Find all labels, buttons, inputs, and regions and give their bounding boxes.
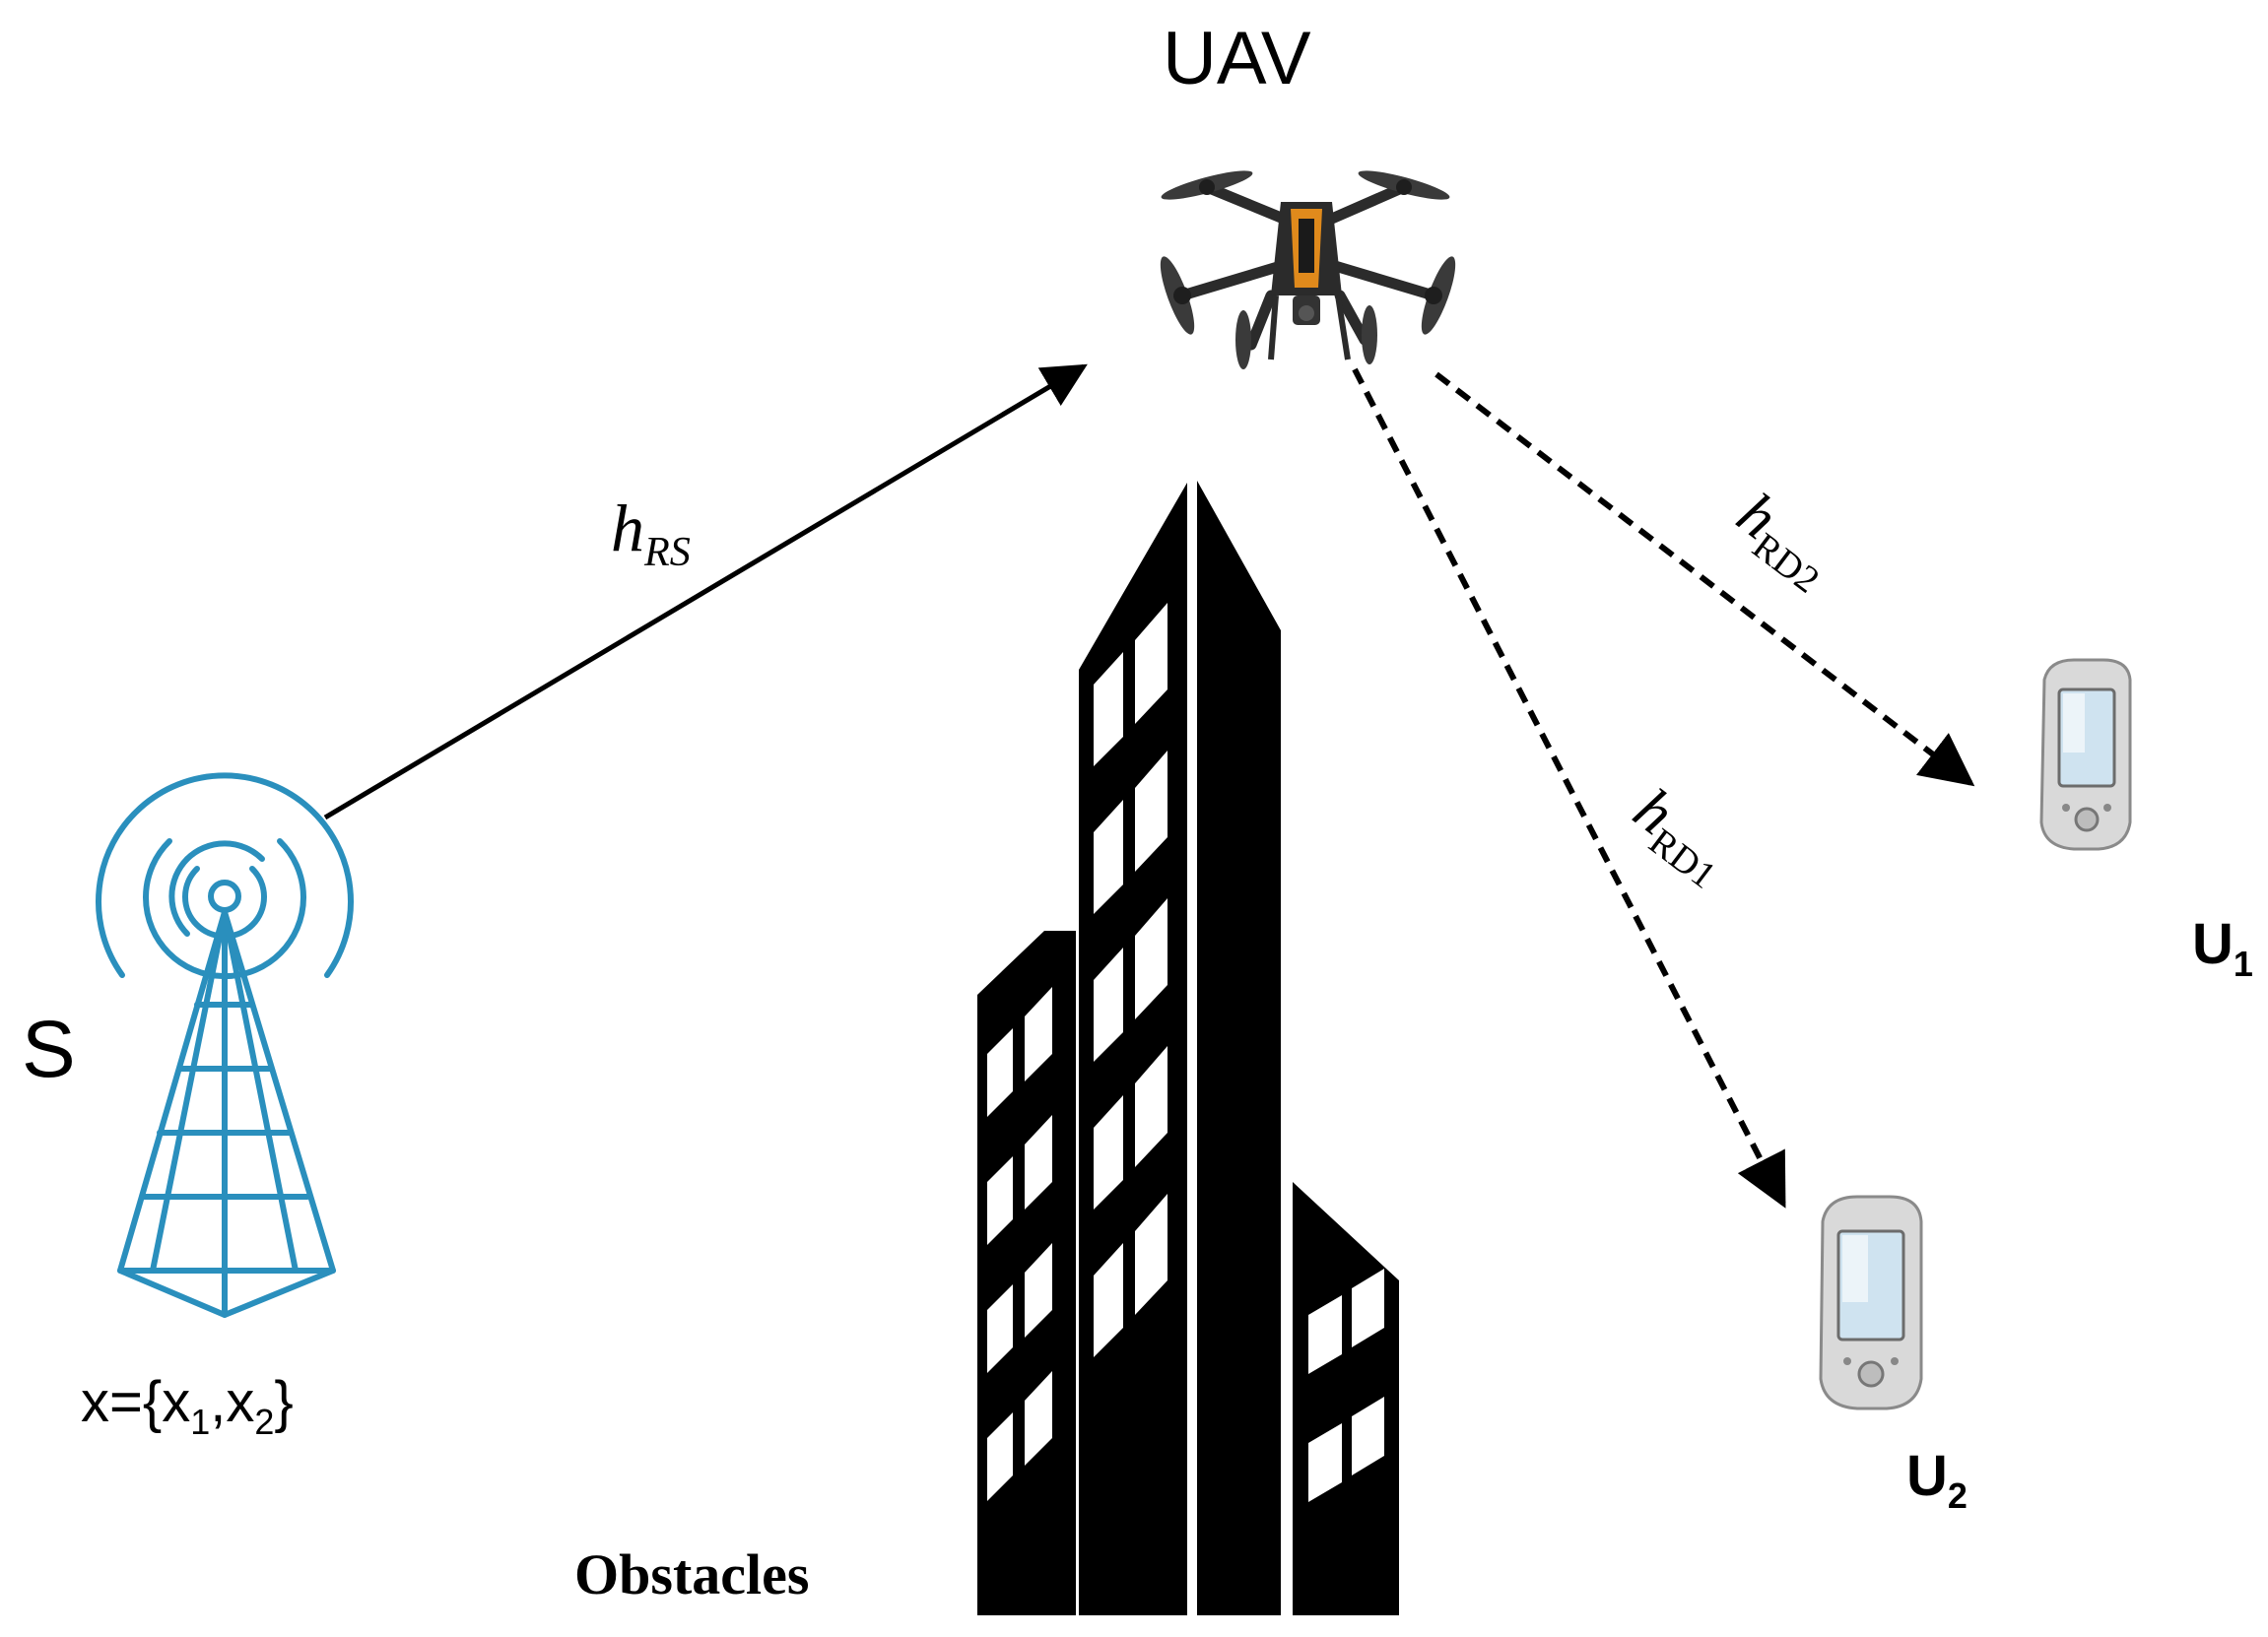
user-1-label: U1 bbox=[2192, 916, 2253, 982]
source-signal-label: x={x1,x2} bbox=[81, 1374, 294, 1440]
source-signal-mid: ,x bbox=[210, 1370, 255, 1434]
mobile-phone-icon bbox=[1819, 1195, 1923, 1410]
source-label: S bbox=[22, 1005, 76, 1094]
link-rd2-arrow bbox=[1434, 371, 1975, 787]
user-2-label: U2 bbox=[1906, 1448, 1968, 1514]
source-signal-sub-1: 1 bbox=[190, 1401, 211, 1442]
user-1-sub: 1 bbox=[2233, 943, 2253, 984]
drone-icon bbox=[1160, 170, 1456, 369]
mobile-phone-icon bbox=[2039, 658, 2132, 851]
source-signal-tail: } bbox=[274, 1370, 294, 1434]
channel-rs-label: hRS bbox=[611, 494, 691, 572]
cell-tower-icon bbox=[96, 772, 354, 1318]
user-1-base: U bbox=[2192, 912, 2234, 976]
building-icon bbox=[977, 481, 1399, 1615]
channel-rs-base: h bbox=[611, 491, 644, 565]
channel-rs-sub: RS bbox=[644, 528, 691, 575]
link-rd1-arrow bbox=[1352, 367, 1786, 1209]
source-signal-sub-2: 2 bbox=[254, 1401, 275, 1442]
user-2-sub: 2 bbox=[1947, 1474, 1968, 1516]
user-2-base: U bbox=[1906, 1444, 1948, 1508]
uav-label: UAV bbox=[1163, 17, 1311, 100]
obstacles-label: Obstacles bbox=[574, 1542, 810, 1606]
source-signal-lead: x={x bbox=[81, 1370, 191, 1434]
link-rs-arrow bbox=[323, 363, 1088, 820]
